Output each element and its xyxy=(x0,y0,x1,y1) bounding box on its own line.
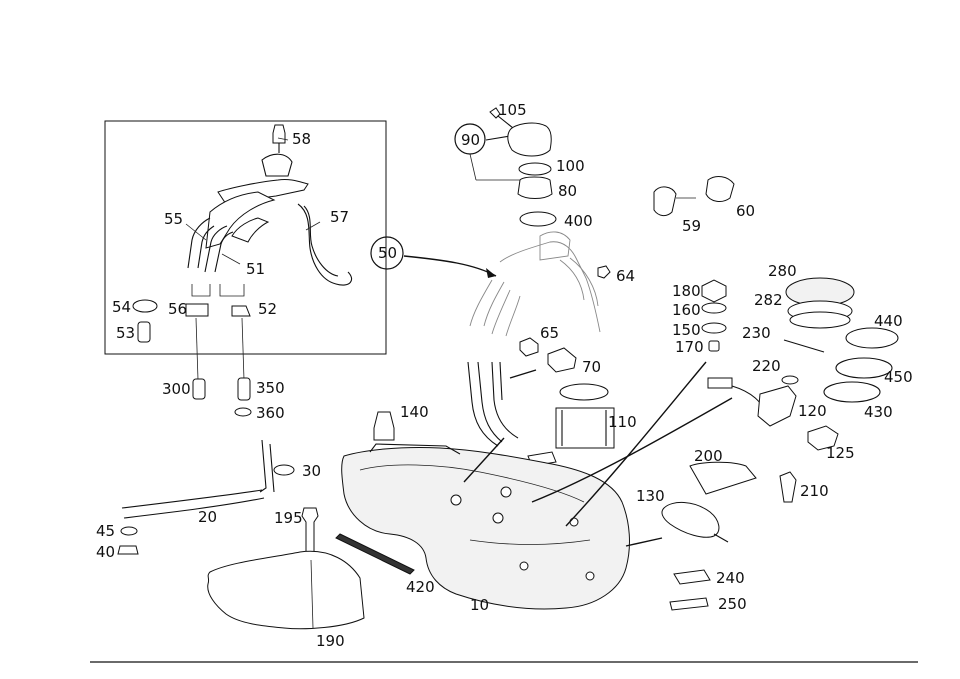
heat-shield-190 xyxy=(207,550,365,630)
filler-neck-inset xyxy=(132,124,353,381)
fuel-filter-130 xyxy=(661,502,729,543)
label-55: 55 xyxy=(164,210,183,228)
label-360: 360 xyxy=(256,404,285,422)
label-59: 59 xyxy=(682,217,701,235)
label-20: 20 xyxy=(198,508,217,526)
filler-neck-main xyxy=(370,231,611,337)
part-45-shape xyxy=(120,526,138,536)
fuel-tank-10 xyxy=(341,443,630,610)
part-240-shape xyxy=(673,569,711,585)
label-282: 282 xyxy=(754,291,783,309)
label-45: 45 xyxy=(96,522,115,540)
label-250: 250 xyxy=(718,595,747,613)
label-240: 240 xyxy=(716,569,745,587)
label-430: 430 xyxy=(864,403,893,421)
label-230: 230 xyxy=(742,324,771,342)
label-64: 64 xyxy=(616,267,635,285)
label-70: 70 xyxy=(582,358,601,376)
part-40-shape xyxy=(117,545,139,555)
label-210: 210 xyxy=(800,482,829,500)
part-30-shape xyxy=(273,464,295,476)
fuel-pump-110 xyxy=(527,383,615,467)
part-350-shape xyxy=(237,377,251,401)
part-300-shape xyxy=(192,378,206,400)
label-160: 160 xyxy=(672,301,701,319)
label-420: 420 xyxy=(406,578,435,596)
part-70-shape xyxy=(547,347,577,373)
part-195-shape xyxy=(301,507,319,559)
part-230-shape xyxy=(783,339,825,353)
label-170: 170 xyxy=(675,338,704,356)
label-110: 110 xyxy=(608,413,637,431)
label-190: 190 xyxy=(316,632,345,650)
label-65: 65 xyxy=(540,324,559,342)
part-210-shape xyxy=(779,471,797,503)
label-140: 140 xyxy=(400,403,429,421)
label-80: 80 xyxy=(558,182,577,200)
part-250-shape xyxy=(669,597,709,611)
level-sensor-120 xyxy=(707,377,797,427)
label-52: 52 xyxy=(258,300,277,318)
label-58: 58 xyxy=(292,130,311,148)
label-51: 51 xyxy=(246,260,265,278)
part-59-shape xyxy=(653,186,677,217)
label-280: 280 xyxy=(768,262,797,280)
label-400: 400 xyxy=(564,212,593,230)
label-105: 105 xyxy=(498,101,527,119)
label-40: 40 xyxy=(96,543,115,561)
label-90: 90 xyxy=(461,131,480,149)
label-220: 220 xyxy=(752,357,781,375)
label-195: 195 xyxy=(274,509,303,527)
label-30: 30 xyxy=(302,462,321,480)
label-10: 10 xyxy=(470,596,489,614)
label-200: 200 xyxy=(694,447,723,465)
part-200-shape xyxy=(689,461,757,495)
label-56: 56 xyxy=(168,300,187,318)
label-54: 54 xyxy=(112,298,131,316)
upper-filler-group xyxy=(454,107,557,227)
label-450: 450 xyxy=(884,368,913,386)
label-120: 120 xyxy=(798,402,827,420)
part-65-shape xyxy=(519,337,539,357)
strip-420 xyxy=(335,533,415,575)
label-300: 300 xyxy=(162,380,191,398)
part-220-shape xyxy=(781,375,799,385)
label-350: 350 xyxy=(256,379,285,397)
label-60: 60 xyxy=(736,202,755,220)
strap-20 xyxy=(121,439,275,519)
part-360-shape xyxy=(234,407,252,417)
label-440: 440 xyxy=(874,312,903,330)
label-50: 50 xyxy=(378,244,397,262)
label-100: 100 xyxy=(556,157,585,175)
label-130: 130 xyxy=(636,487,665,505)
grommet-stack xyxy=(701,279,727,352)
part-140-shape xyxy=(373,411,395,441)
label-125: 125 xyxy=(826,444,855,462)
part-125-shape xyxy=(807,425,839,451)
label-53: 53 xyxy=(116,324,135,342)
label-180: 180 xyxy=(672,282,701,300)
pump-rings xyxy=(785,277,899,403)
label-57: 57 xyxy=(330,208,349,226)
label-150: 150 xyxy=(672,321,701,339)
fuel-lines xyxy=(467,361,519,447)
part-60-shape xyxy=(705,176,735,202)
